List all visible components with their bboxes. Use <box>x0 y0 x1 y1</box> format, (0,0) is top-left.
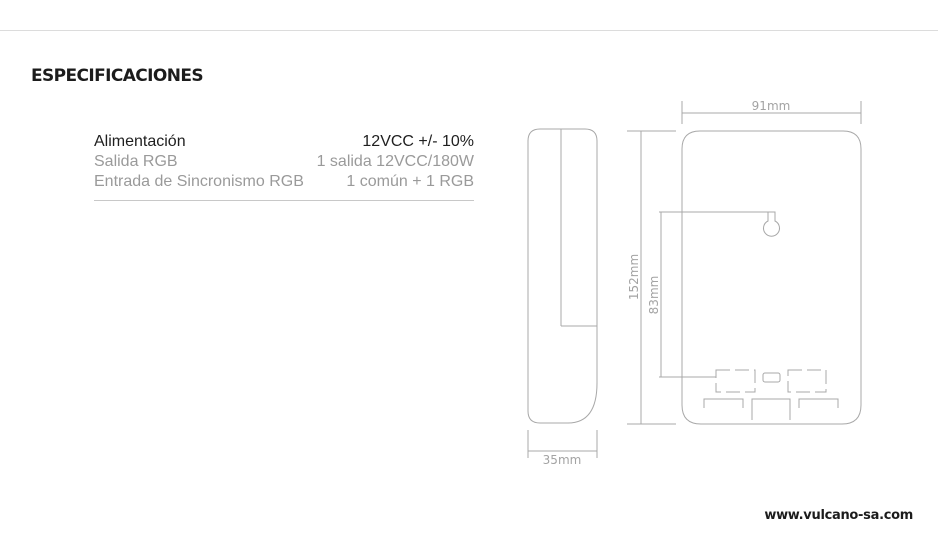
spec-table-divider <box>94 200 474 201</box>
spec-label: Entrada de Sincronismo RGB <box>94 173 304 190</box>
spec-value: 1 salida 12VCC/180W <box>316 153 474 170</box>
spec-label: Salida RGB <box>94 153 178 170</box>
width-dimension-line <box>681 101 862 124</box>
depth-dimension-line <box>527 430 598 458</box>
website-url: www.vulcano-sa.com <box>764 508 913 523</box>
spec-table: Alimentación 12VCC +/- 10% Salida RGB 1 … <box>94 132 474 201</box>
header-divider <box>0 30 938 31</box>
depth-label: 35mm <box>543 453 582 467</box>
spec-row-power: Alimentación 12VCC +/- 10% <box>94 132 474 152</box>
spec-value: 12VCC +/- 10% <box>362 133 474 150</box>
terminal-blocks-upper <box>715 369 827 393</box>
spec-row-sync-input: Entrada de Sincronismo RGB 1 común + 1 R… <box>94 172 474 192</box>
spec-label: Alimentación <box>94 133 186 150</box>
front-view-outline <box>681 130 862 425</box>
width-label: 91mm <box>752 99 791 113</box>
mount-spacing-dimension-line <box>659 211 768 378</box>
mount-spacing-label: 83mm <box>647 276 661 315</box>
spec-row-rgb-output: Salida RGB 1 salida 12VCC/180W <box>94 152 474 172</box>
keyhole-icon <box>763 211 780 237</box>
side-view-outline <box>527 128 598 424</box>
spec-value: 1 común + 1 RGB <box>346 173 474 190</box>
height-dimension-line <box>627 130 676 425</box>
section-title: ESPECIFICACIONES <box>31 66 204 86</box>
terminal-blocks-lower <box>703 398 839 420</box>
height-label: 152mm <box>627 254 641 300</box>
